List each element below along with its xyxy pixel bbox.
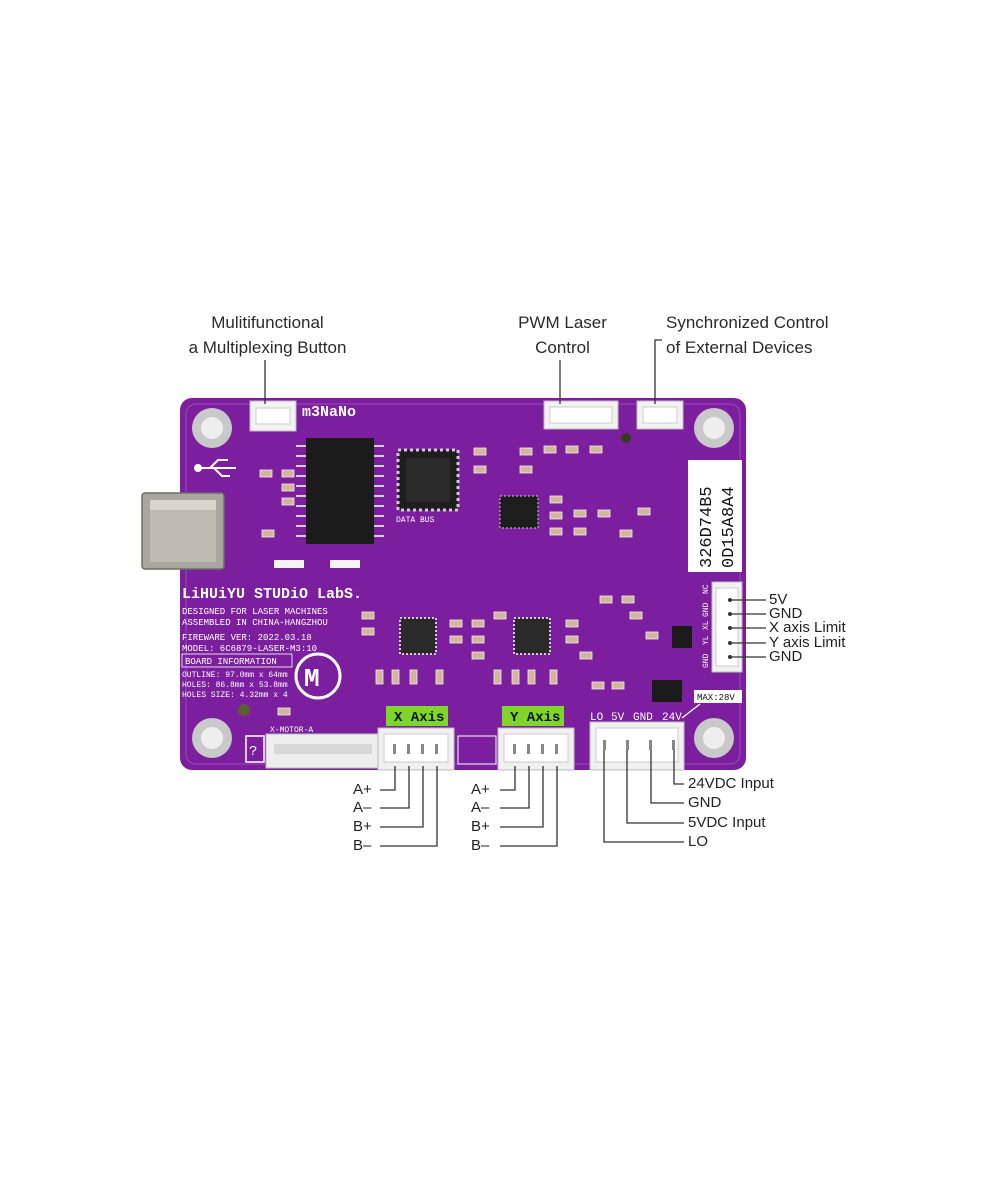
board-outline: OUTLINE: 97.0mm x 64mm: [182, 671, 288, 680]
right-header-yl: YL: [702, 635, 711, 645]
callout-button-line2: a Multiplexing Button: [188, 338, 347, 357]
board-info-title: BOARD INFORMATION: [185, 657, 277, 667]
board-holes: HOLES: 86.8mm x 53.8mm: [182, 681, 288, 690]
y-driver-ic: [513, 617, 551, 655]
board-line2: ASSEMBLED IN CHINA-HANGZHOU: [182, 618, 328, 628]
callout-button-label: Mulitifunctional a Multiplexing Button: [160, 310, 375, 360]
board-brand: LiHUiYU STUDiO LabS.: [182, 586, 362, 603]
right-header-gnd1: GND: [702, 602, 711, 617]
m-logo-icon: M: [294, 652, 342, 700]
max-voltage-box: [694, 690, 742, 703]
svg-text:?: ?: [249, 744, 257, 760]
power-pin-gnd: GND: [688, 794, 722, 811]
callout-button-line1: Mulitifunctional: [211, 313, 324, 332]
board-model: MODEL: 6C6879-LASER-M3:10: [182, 644, 317, 654]
callout-sync-line1: Synchronized Control: [666, 313, 829, 332]
power-header-5v: 5V: [611, 712, 625, 724]
board-data-bus: DATA BUS: [396, 516, 435, 525]
y-axis-badge: Y Axis: [510, 710, 560, 726]
power-pin-5vdc: 5VDC Input: [688, 814, 766, 831]
right-pin-5v: 5V: [769, 591, 788, 608]
power-header-24v: 24V: [662, 712, 682, 724]
right-header-labels: NC GND XL YL GND: [702, 584, 711, 668]
passive-components: [259, 445, 659, 716]
small-ic: [499, 495, 539, 529]
board-x-motor: X-MOTOR-A: [270, 726, 313, 735]
jumper: [457, 735, 497, 765]
callout-lines: [264, 339, 766, 847]
y-pin-a-plus: A+: [471, 781, 490, 798]
power-header-gnd: GND: [633, 712, 653, 724]
y-pin-b-minus: B–: [471, 837, 490, 854]
limit-switch-connector: [711, 581, 743, 673]
x-axis-connector: [377, 727, 455, 771]
x-pin-a-plus: A+: [353, 781, 372, 798]
callout-sync-label: Synchronized Control of External Devices: [666, 310, 829, 360]
board-holes-size: HOLES SIZE: 4.32mm x 4: [182, 691, 288, 700]
max-voltage-label: MAX:28V: [697, 693, 735, 703]
right-pin-gnd-1: GND: [769, 605, 803, 622]
driver-ic: [296, 438, 384, 544]
ffc-connector: ?: [245, 733, 381, 769]
usb-connector-icon: [141, 492, 225, 570]
power-header-labels: LO 5V GND 24V: [590, 712, 682, 724]
power-header-lo: LO: [590, 712, 604, 724]
x-axis-badge: X Axis: [394, 710, 444, 726]
board-firmware: FIREWARE VER: 2022.03.18: [182, 633, 312, 643]
x-driver-ic: [399, 617, 437, 655]
board-logo: m3NaNo: [302, 404, 356, 421]
callout-sync-line2: of External Devices: [666, 338, 813, 357]
callout-pwm-label: PWM Laser Control: [500, 310, 625, 360]
power-connector: [589, 721, 685, 771]
right-header-gnd2: GND: [702, 653, 711, 668]
callout-pwm-line1: PWM Laser: [518, 313, 607, 332]
y-pin-b-plus: B+: [471, 818, 490, 835]
x-pin-a-minus: A–: [353, 799, 372, 816]
mcu-chip: [396, 448, 460, 512]
y-pin-a-minus: A–: [471, 799, 490, 816]
right-pin-x-limit: X axis Limit: [769, 619, 846, 636]
serial-number-1: 326D74B5: [698, 486, 717, 568]
right-header-nc: NC: [702, 584, 711, 594]
power-pin-lo: LO: [688, 833, 709, 850]
x-pin-b-plus: B+: [353, 818, 372, 835]
x-pin-b-minus: B–: [353, 837, 372, 854]
y-axis-badge-bg: [502, 706, 564, 726]
mosfet: [652, 680, 682, 702]
svg-text:M: M: [304, 664, 320, 694]
y-axis-connector: [497, 727, 575, 771]
board-line1: DESIGNED FOR LASER MACHINES: [182, 607, 328, 617]
serial-number-2: 0D15A8A4: [720, 486, 739, 568]
callout-pwm-line2: Control: [535, 338, 590, 357]
usb-symbol-icon: [194, 459, 236, 477]
power-pin-24vdc: 24VDC Input: [688, 775, 774, 792]
serial-label-box: [688, 460, 742, 572]
right-header-xl: XL: [702, 620, 711, 630]
right-pin-gnd-2: GND: [769, 648, 803, 665]
right-pin-y-limit: Y axis Limit: [769, 634, 846, 651]
x-axis-badge-bg: [386, 706, 448, 726]
mounting-holes: [192, 408, 734, 758]
